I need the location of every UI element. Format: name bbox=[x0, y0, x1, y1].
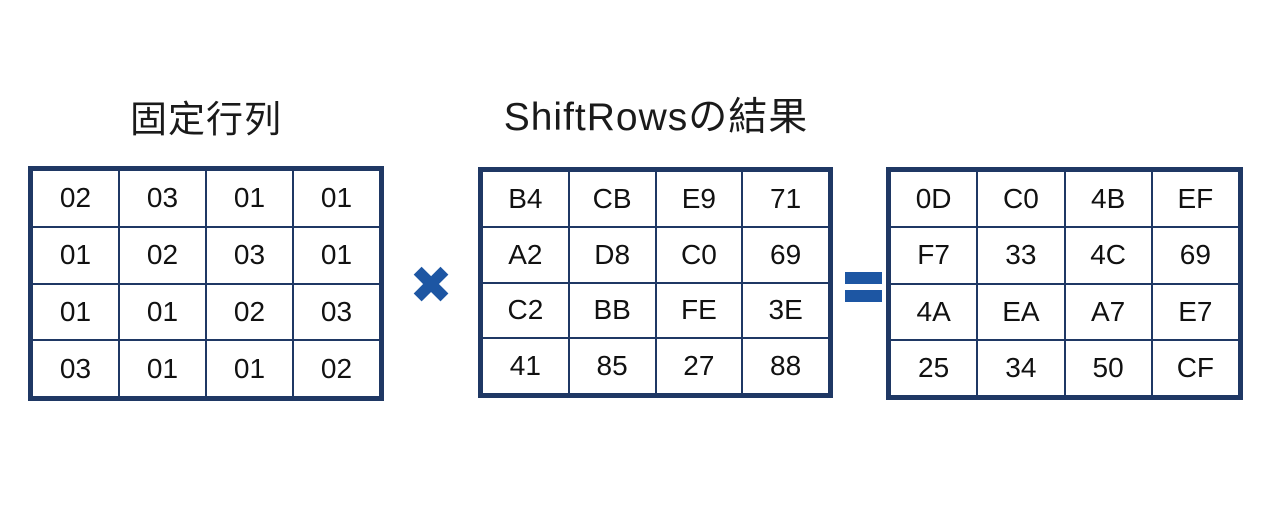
matrix-cell: 01 bbox=[206, 170, 293, 227]
matrix-cell: 01 bbox=[32, 226, 119, 284]
matrix-cell: 4B bbox=[1064, 171, 1152, 228]
matrix-cell: A7 bbox=[1064, 283, 1152, 340]
shiftrows-matrix-table: B4 CB E9 71 A2 D8 C0 69 C2 BB FE 3E 41 8… bbox=[478, 167, 833, 398]
matrix-cell: 0D bbox=[890, 171, 978, 228]
matrix-cell: E7 bbox=[1151, 283, 1239, 340]
equals-bar-bottom bbox=[845, 290, 882, 302]
matrix-cell: 03 bbox=[32, 340, 119, 397]
result-matrix-table: 0D C0 4B EF F7 33 4C 69 4A EA A7 E7 25 3… bbox=[886, 167, 1243, 400]
matrix-cell: 33 bbox=[977, 227, 1065, 284]
matrix-cell: 41 bbox=[482, 338, 569, 394]
matrix-cell: 69 bbox=[742, 226, 829, 283]
matrix-cell: B4 bbox=[482, 171, 569, 227]
matrix-cell: 01 bbox=[119, 340, 206, 397]
fixed-matrix-title: 固定行列 bbox=[130, 99, 282, 140]
matrix-cell: 01 bbox=[119, 283, 206, 341]
matrix-cell: C2 bbox=[482, 282, 569, 339]
matrix-cell: 02 bbox=[119, 226, 206, 284]
matrix-cell: F7 bbox=[890, 227, 978, 284]
matrix-cell: FE bbox=[655, 282, 743, 339]
matrix-cell: 01 bbox=[293, 170, 380, 227]
matrix-cell: 27 bbox=[655, 338, 743, 394]
matrix-cell: E9 bbox=[655, 171, 743, 227]
equals-icon bbox=[845, 272, 882, 302]
matrix-cell: 01 bbox=[206, 340, 293, 397]
matrix-cell: 03 bbox=[206, 226, 293, 284]
matrix-cell: 69 bbox=[1151, 227, 1239, 284]
matrix-cell: BB bbox=[568, 282, 656, 339]
matrix-cell: C0 bbox=[655, 226, 743, 283]
matrix-cell: 03 bbox=[119, 170, 206, 227]
matrix-cell: 02 bbox=[32, 170, 119, 227]
multiply-icon: ✖ bbox=[409, 256, 453, 316]
matrix-cell: C0 bbox=[977, 171, 1065, 228]
matrix-cell: 4C bbox=[1064, 227, 1152, 284]
shiftrows-matrix-title: ShiftRowsの結果 bbox=[503, 96, 809, 139]
equals-bar-top bbox=[845, 272, 882, 284]
fixed-matrix-table: 02 03 01 01 01 02 03 01 01 01 02 03 03 0… bbox=[28, 166, 384, 401]
matrix-cell: 02 bbox=[206, 283, 293, 341]
matrix-cell: 25 bbox=[890, 339, 978, 396]
matrix-cell: 50 bbox=[1064, 339, 1152, 396]
matrix-cell: EF bbox=[1151, 171, 1239, 228]
matrix-cell: 02 bbox=[293, 340, 380, 397]
matrix-cell: CF bbox=[1151, 339, 1239, 396]
matrix-cell: A2 bbox=[482, 226, 569, 283]
matrix-cell: 88 bbox=[742, 338, 829, 394]
matrix-cell: 4A bbox=[890, 283, 978, 340]
matrix-cell: EA bbox=[977, 283, 1065, 340]
matrix-cell: 34 bbox=[977, 339, 1065, 396]
matrix-cell: 01 bbox=[293, 226, 380, 284]
matrix-cell: 03 bbox=[293, 283, 380, 341]
matrix-cell: CB bbox=[568, 171, 656, 227]
matrix-cell: D8 bbox=[568, 226, 656, 283]
matrix-cell: 71 bbox=[742, 171, 829, 227]
matrix-cell: 3E bbox=[742, 282, 829, 339]
matrix-cell: 01 bbox=[32, 283, 119, 341]
matrix-cell: 85 bbox=[568, 338, 656, 394]
